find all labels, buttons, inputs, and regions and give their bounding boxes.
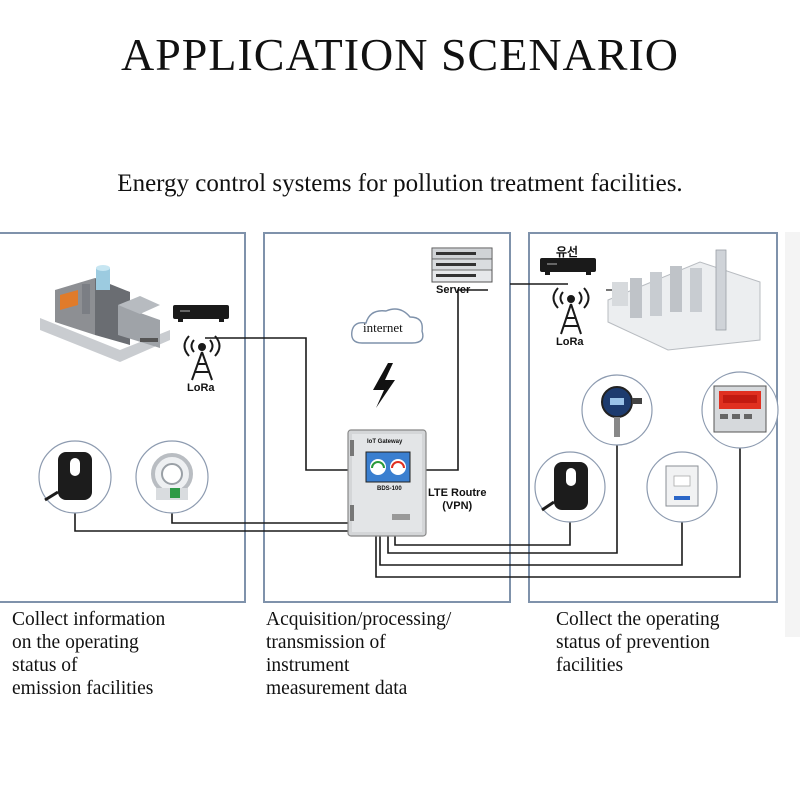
lora-label-right: LoRa xyxy=(556,336,584,348)
server-rack-icon xyxy=(431,247,493,283)
wire-transmitter-to-gateway xyxy=(379,522,683,566)
factory-building-icon xyxy=(40,265,170,362)
wire-server-to-gateway xyxy=(425,289,488,471)
wiring xyxy=(74,283,741,578)
wire-clamp2-to-gateway xyxy=(394,522,571,546)
cloud-icon xyxy=(351,308,424,344)
caption-emission: Collect information on the operating sta… xyxy=(12,609,166,699)
page-title: APPLICATION SCENARIO xyxy=(121,29,679,80)
gateway-model-label: BDS-100 xyxy=(377,486,402,492)
router-icon-right xyxy=(540,258,596,275)
current-clamp-sensor-icon-right xyxy=(534,451,606,523)
side-margin-band xyxy=(785,232,800,637)
caption-gateway: Acquisition/processing/ transmission of … xyxy=(266,609,452,699)
router-icon-left xyxy=(173,305,229,322)
temperature-transmitter-icon xyxy=(646,451,718,523)
lora-antenna-icon-right xyxy=(552,287,590,335)
server-label: Server xyxy=(436,284,471,296)
caption-prevention: Collect the operating status of preventi… xyxy=(556,609,720,676)
iot-gateway-cabinet-icon xyxy=(347,429,427,537)
split-core-ct-sensor-icon xyxy=(135,440,209,514)
digital-controller-icon xyxy=(701,371,779,449)
gateway-name-label: IoT Gateway xyxy=(367,439,403,445)
wire-left-router-to-gateway xyxy=(205,337,350,471)
wired-label: 유선 xyxy=(556,245,579,259)
gateway-panel xyxy=(263,232,511,603)
internet-label: internet xyxy=(363,320,403,335)
page-subtitle: Energy control systems for pollution tre… xyxy=(117,170,683,197)
wire-clamp1-to-gateway xyxy=(74,512,350,532)
lora-antenna-icon-left xyxy=(183,335,221,381)
lora-label-left: LoRa xyxy=(187,382,215,394)
treatment-plant-icon xyxy=(606,249,761,351)
pressure-gauge-icon xyxy=(581,374,653,446)
current-clamp-sensor-icon-left xyxy=(38,440,112,514)
emission-facilities-panel xyxy=(0,232,246,603)
lightning-bolt-icon xyxy=(373,363,395,408)
lte-router-label: LTE Routre (VPN) xyxy=(428,487,487,512)
wire-ct-to-gateway xyxy=(171,512,350,524)
wire-controller-to-gateway xyxy=(375,448,741,578)
wire-gauge-to-gateway xyxy=(387,445,618,554)
